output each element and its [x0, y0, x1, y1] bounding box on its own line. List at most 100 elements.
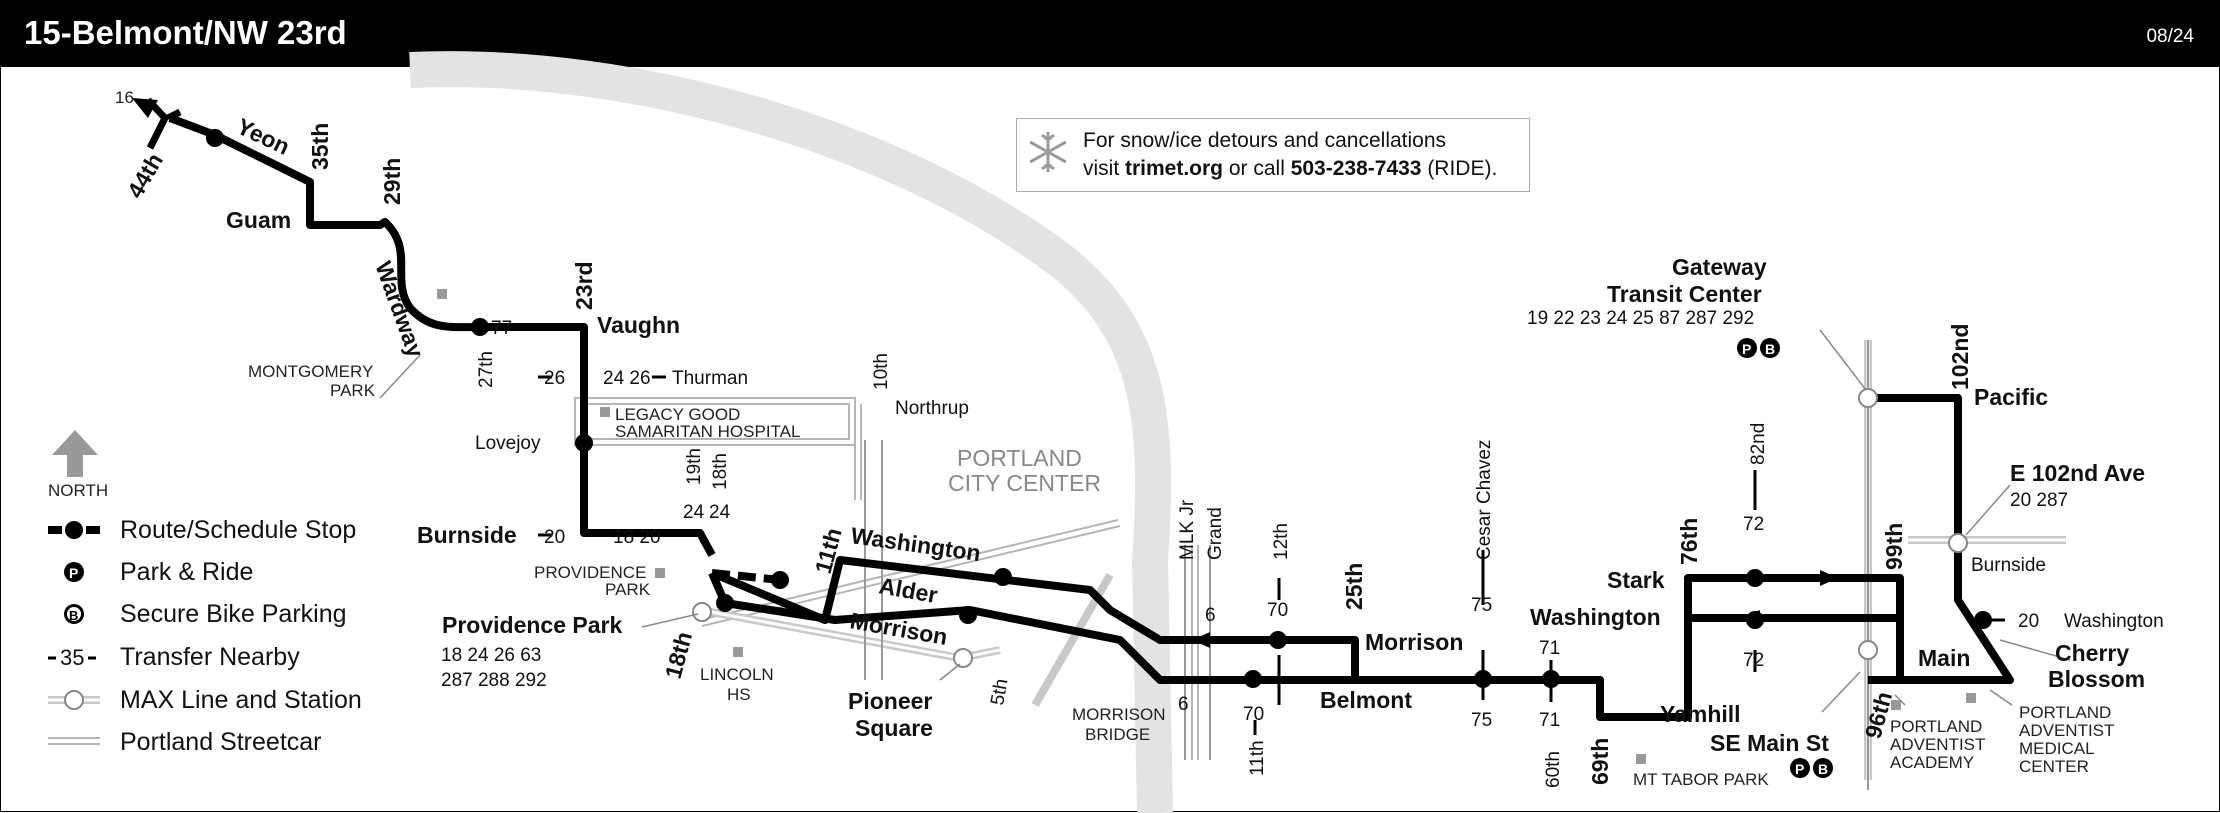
legend-park-ride: Park & Ride: [120, 558, 253, 586]
label-cherry: Cherry: [2055, 640, 2129, 666]
label-morrison-bridge-2: BRIDGE: [1085, 725, 1150, 744]
label-5th: 5th: [987, 677, 1012, 707]
legend-transfer: Transfer Nearby: [120, 643, 300, 671]
label-cesar-chavez: Cesar Chavez: [1474, 440, 1495, 560]
label-paa-3: ACADEMY: [1890, 753, 1974, 772]
transfer-icon: 35: [48, 645, 96, 670]
label-grand: Grand: [1205, 507, 1226, 560]
label-transfer-70b: 70: [1243, 704, 1264, 725]
label-99th: 99th: [1881, 523, 1907, 570]
label-yamhill: Yamhill: [1660, 701, 1741, 727]
svg-text:P: P: [69, 565, 78, 581]
label-route77: 77: [491, 318, 512, 339]
label-se-main: SE Main St: [1710, 730, 1829, 756]
label-e-102nd-routes: 20 287: [2010, 490, 2068, 511]
label-morrison-bridge-1: MORRISON: [1072, 705, 1166, 724]
label-pamc-2: ADVENTIST: [2019, 721, 2114, 740]
label-29th: 29th: [379, 158, 405, 205]
label-providence-park-2: PARK: [605, 580, 651, 599]
label-burnside: Burnside: [417, 522, 517, 548]
label-gateway-routes: 19 22 23 24 25 87 287 292: [1527, 308, 1754, 329]
label-76th: 76th: [1676, 518, 1702, 565]
label-legacy-1: LEGACY GOOD: [615, 405, 740, 424]
legend-bike-parking: Secure Bike Parking: [120, 600, 347, 628]
se-main-amenities-icon: P B: [1790, 758, 1833, 778]
label-transfer-72b: 72: [1743, 650, 1764, 671]
map-date: 08/24: [2146, 26, 2194, 47]
label-wardway: Wardway: [370, 258, 429, 361]
label-burnside-east: Burnside: [1971, 555, 2046, 576]
north-arrow-icon: [52, 430, 98, 477]
label-mlk: MLK Jr: [1177, 499, 1198, 560]
label-19th: 19th: [684, 448, 705, 485]
header-bar: 15-Belmont/NW 23rd 08/24: [0, 0, 2220, 67]
label-mt-tabor: MT TABOR PARK: [1633, 770, 1769, 789]
label-25th: 25th: [1341, 563, 1367, 610]
route-title: 15-Belmont/NW 23rd: [24, 14, 347, 51]
label-82nd: 82nd: [1748, 423, 1769, 465]
label-city-center: CITY CENTER: [948, 470, 1101, 496]
label-morrison-east: Morrison: [1365, 629, 1463, 655]
label-69th: 69th: [1587, 738, 1613, 785]
label-main: Main: [1918, 645, 1970, 671]
legend-north: NORTH: [48, 481, 108, 500]
label-route16: 16: [115, 88, 134, 107]
label-transfer-24a: 24: [683, 502, 705, 523]
label-e-102nd-ave: E 102nd Ave: [2010, 460, 2145, 486]
label-gateway: Gateway: [1672, 254, 1767, 280]
legend: NORTH Route/Schedule Stop P Park & Ride …: [48, 430, 362, 756]
svg-text:B: B: [1818, 761, 1828, 777]
bike-parking-icon: B: [64, 604, 84, 624]
svg-text:B: B: [1765, 341, 1775, 357]
label-paa-1: PORTLAND: [1890, 717, 1982, 736]
label-pacific: Pacific: [1974, 384, 2048, 410]
label-montgomery-1: MONTGOMERY: [248, 362, 373, 381]
label-thurman: Thurman: [672, 368, 748, 389]
label-transfer-70a: 70: [1267, 600, 1288, 621]
notice-line-1: For snow/ice detours and cancellations: [1083, 129, 1447, 152]
label-alder: Alder: [877, 572, 939, 608]
trimet-link[interactable]: trimet.org: [1125, 157, 1224, 180]
label-transfer-20: 20: [544, 527, 565, 548]
label-lovejoy: Lovejoy: [475, 433, 541, 454]
label-10th: 10th: [871, 353, 892, 390]
label-transfer-24b: 24: [709, 502, 731, 523]
label-60th: 60th: [1543, 751, 1564, 788]
label-transfer-24-26: 24 26: [603, 368, 651, 389]
route-stop-icon: [48, 521, 100, 539]
route-stops: [206, 129, 1992, 688]
label-transfer-72a: 72: [1743, 514, 1764, 535]
phone-number[interactable]: 503-238-7433: [1290, 157, 1422, 180]
label-pioneer: Pioneer: [848, 688, 932, 714]
max-stations: [692, 388, 1968, 668]
label-vaughn: Vaughn: [597, 312, 680, 338]
label-washington-far: Washington: [2064, 611, 2164, 632]
label-belmont: Belmont: [1320, 687, 1412, 713]
label-portland: PORTLAND: [957, 445, 1082, 471]
label-stark: Stark: [1607, 567, 1665, 593]
label-pamc-4: CENTER: [2019, 757, 2089, 776]
label-transfer-20-east: 20: [2018, 611, 2039, 632]
park-ride-icon: P: [64, 562, 84, 582]
label-legacy-2: SAMARITAN HOSPITAL: [615, 422, 800, 441]
label-transfer-6a: 6: [1205, 605, 1216, 626]
label-transit-center: Transit Center: [1607, 281, 1762, 307]
label-transfer-6b: 6: [1178, 694, 1189, 715]
legend-route-stop: Route/Schedule Stop: [120, 516, 356, 544]
label-providence-routes-1: 18 24 26 63: [441, 645, 541, 666]
label-lincoln-2: HS: [727, 685, 751, 704]
river: [409, 51, 1173, 813]
label-23rd: 23rd: [571, 261, 597, 310]
snow-ice-notice: For snow/ice detours and cancellations v…: [1016, 118, 1530, 192]
label-providence-park-1: PROVIDENCE: [534, 563, 646, 582]
label-transfer-71b: 71: [1539, 710, 1560, 731]
svg-text:B: B: [69, 608, 78, 623]
svg-text:35: 35: [60, 645, 84, 670]
svg-text:P: P: [1742, 341, 1751, 357]
max-station-icon: [48, 690, 100, 710]
label-transfer-18-20: 18 20: [613, 527, 661, 548]
label-18th: 18th: [660, 629, 697, 681]
snowflake-icon: [1029, 132, 1067, 172]
streetcar-icon: [48, 737, 100, 745]
